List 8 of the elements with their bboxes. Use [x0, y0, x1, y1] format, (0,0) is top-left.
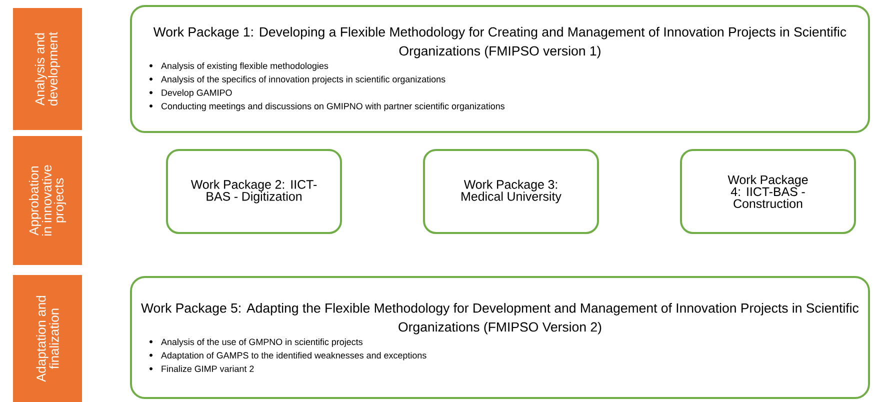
work-package-box: Work Package 2: IICT-BAS - Digitization: [166, 149, 342, 234]
stage-band: Analysis and development: [13, 8, 82, 130]
stage-band: Adaptation and finalization: [13, 275, 82, 402]
work-package-box: Work Package 4: IICT-BAS - Construction: [680, 149, 856, 234]
work-package-box: Work Package 5: Adapting the Flexible Methodology for Development and Management of Innovation Projects in Scientific Organizations (FMIPSO Version 2) Analysis of the use of GMPNO in scientific projects Adaptation of GAMPS to the identified weaknesses and exceptions Finalize GIMP variant 2: [130, 276, 870, 399]
work-package-box: Work Package 1: Developing a Flexible Methodology for Creating and Management of Innovation Projects in Scientific Organizations (FMIPSO version 1) Analysis of existing flexible methodologies Analysis of the specifics of innovation projects in scientific organizations Develop GAMIPO Conducting meetings and discussions on GMIPNO with partner scientific organizations: [130, 5, 870, 133]
work-package-box: Work Package 3: Medical University: [423, 149, 599, 234]
stage-band: Approbation in innovative projects: [13, 136, 82, 265]
